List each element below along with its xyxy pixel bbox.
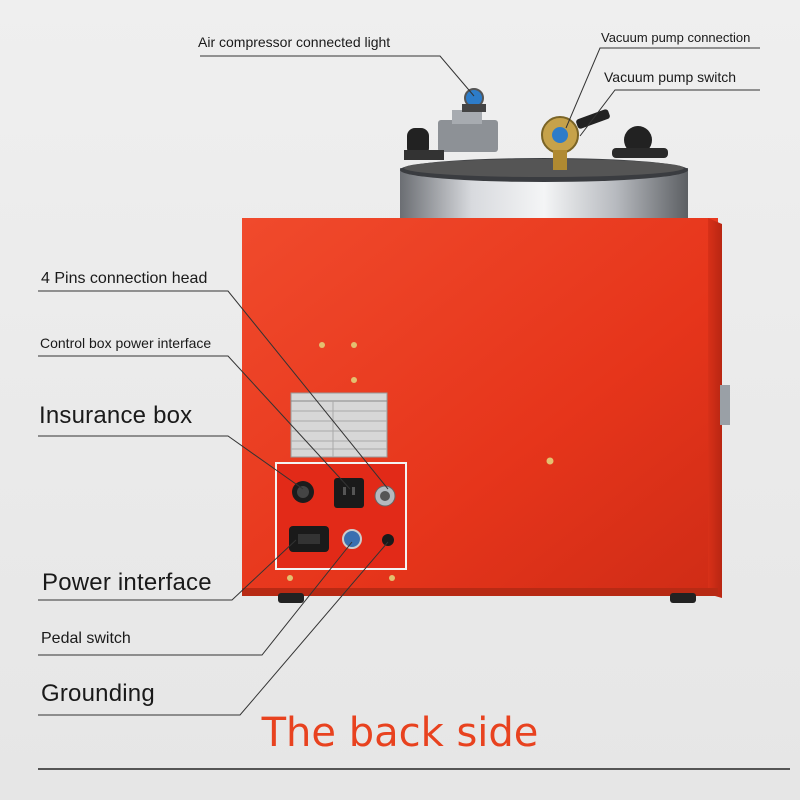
label-insurance-box: Insurance box: [39, 402, 193, 429]
label-power-interface: Power interface: [42, 569, 212, 596]
control-panel: [275, 462, 407, 570]
top-handle-left: [404, 128, 444, 160]
label-4-pins-connection-head: 4 Pins connection head: [41, 270, 208, 287]
leader-lines: [38, 47, 760, 716]
label-vacuum-pump-connection: Vacuum pump connection: [601, 30, 751, 45]
label-control-box-power-interface: Control box power interface: [40, 335, 212, 351]
air-compressor-fitting: [438, 88, 498, 152]
label-air-compressor-light: Air compressor connected light: [198, 34, 391, 50]
steel-drum: [400, 158, 688, 220]
page-title: The back side: [261, 710, 539, 756]
top-handle-right: [612, 126, 668, 158]
label-vacuum-pump-switch: Vacuum pump switch: [604, 69, 737, 85]
label-grounding: Grounding: [41, 680, 155, 707]
label-pedal-switch: Pedal switch: [41, 630, 131, 647]
title-underline: [38, 768, 790, 770]
nameplate: [290, 392, 388, 458]
